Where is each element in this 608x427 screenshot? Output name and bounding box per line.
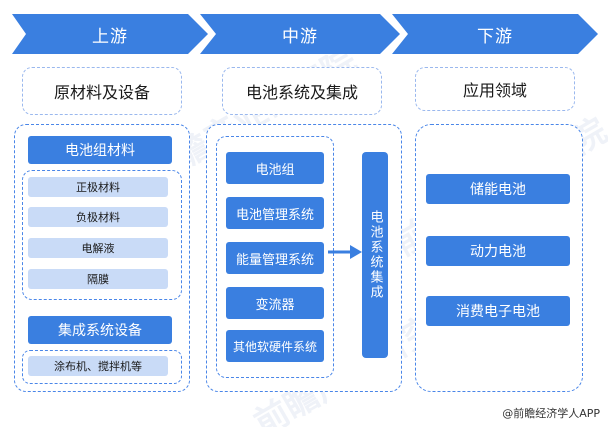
stage-downstream-chevron: 下游 [392,14,598,54]
downstream-title: 应用领域 [415,67,575,111]
stage-midstream-label: 中游 [282,26,318,47]
application-item: 动力电池 [426,236,570,266]
midstream-item: 电池管理系统 [226,197,324,229]
material-item: 正极材料 [28,177,168,197]
midstream-item: 其他软硬件系统 [226,330,324,362]
source-footer: @前瞻经济学人APP [502,407,600,420]
application-item: 储能电池 [426,174,570,204]
stage-upstream-label: 上游 [92,26,128,47]
stage-upstream-chevron: 上游 [12,14,208,54]
midstream-item: 电池组 [226,152,324,184]
arrow-right-icon [328,245,362,259]
stage-midstream-chevron: 中游 [200,14,400,54]
midstream-title: 电池系统及集成 [222,67,382,115]
material-item: 负极材料 [28,207,168,227]
midstream-item: 变流器 [226,287,324,319]
stage-downstream-label: 下游 [477,26,513,47]
material-item: 电解液 [28,238,168,258]
battery-materials-header: 电池组材料 [28,136,172,164]
integration-equipment-header: 集成系统设备 [28,316,172,344]
application-item: 消费电子电池 [426,296,570,326]
equipment-item: 涂布机、搅拌机等 [28,356,168,376]
material-item: 隔膜 [28,269,168,289]
battery-system-integration: 电池系统集成 [362,152,388,358]
midstream-item: 能量管理系统 [226,242,324,274]
upstream-title: 原材料及设备 [22,67,182,115]
